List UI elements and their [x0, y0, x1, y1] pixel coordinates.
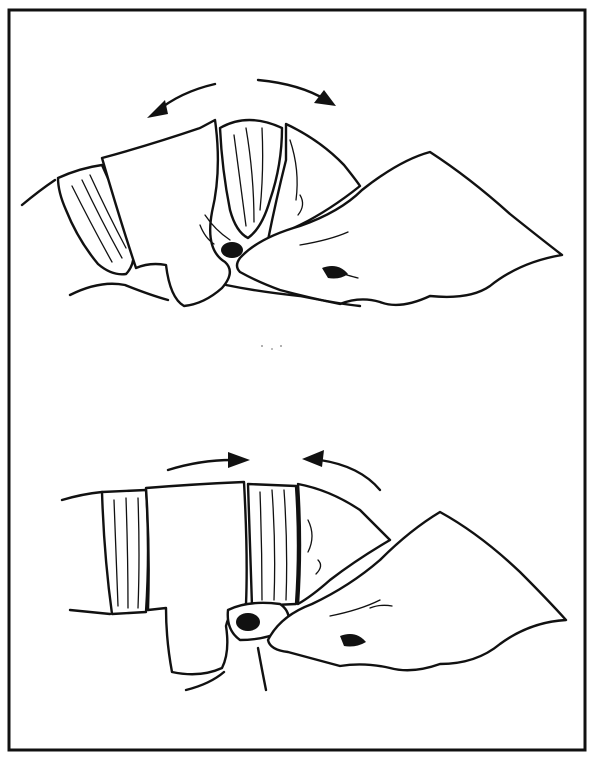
top-arrow-right — [258, 80, 336, 106]
bottom-arrow-left — [168, 452, 250, 470]
center-speckle — [261, 345, 282, 350]
top-panel — [22, 80, 562, 306]
bottom-disc-left — [102, 490, 148, 614]
bottom-nerve-root-dot — [236, 613, 260, 631]
top-nerve-root-dot — [221, 242, 243, 258]
bottom-panel — [62, 450, 566, 690]
top-arrow-left — [147, 84, 215, 118]
bottom-vertebral-body — [146, 482, 247, 674]
top-vertebral-body — [102, 120, 230, 306]
bottom-arrow-right — [302, 450, 380, 490]
bottom-disc-right — [248, 484, 298, 606]
